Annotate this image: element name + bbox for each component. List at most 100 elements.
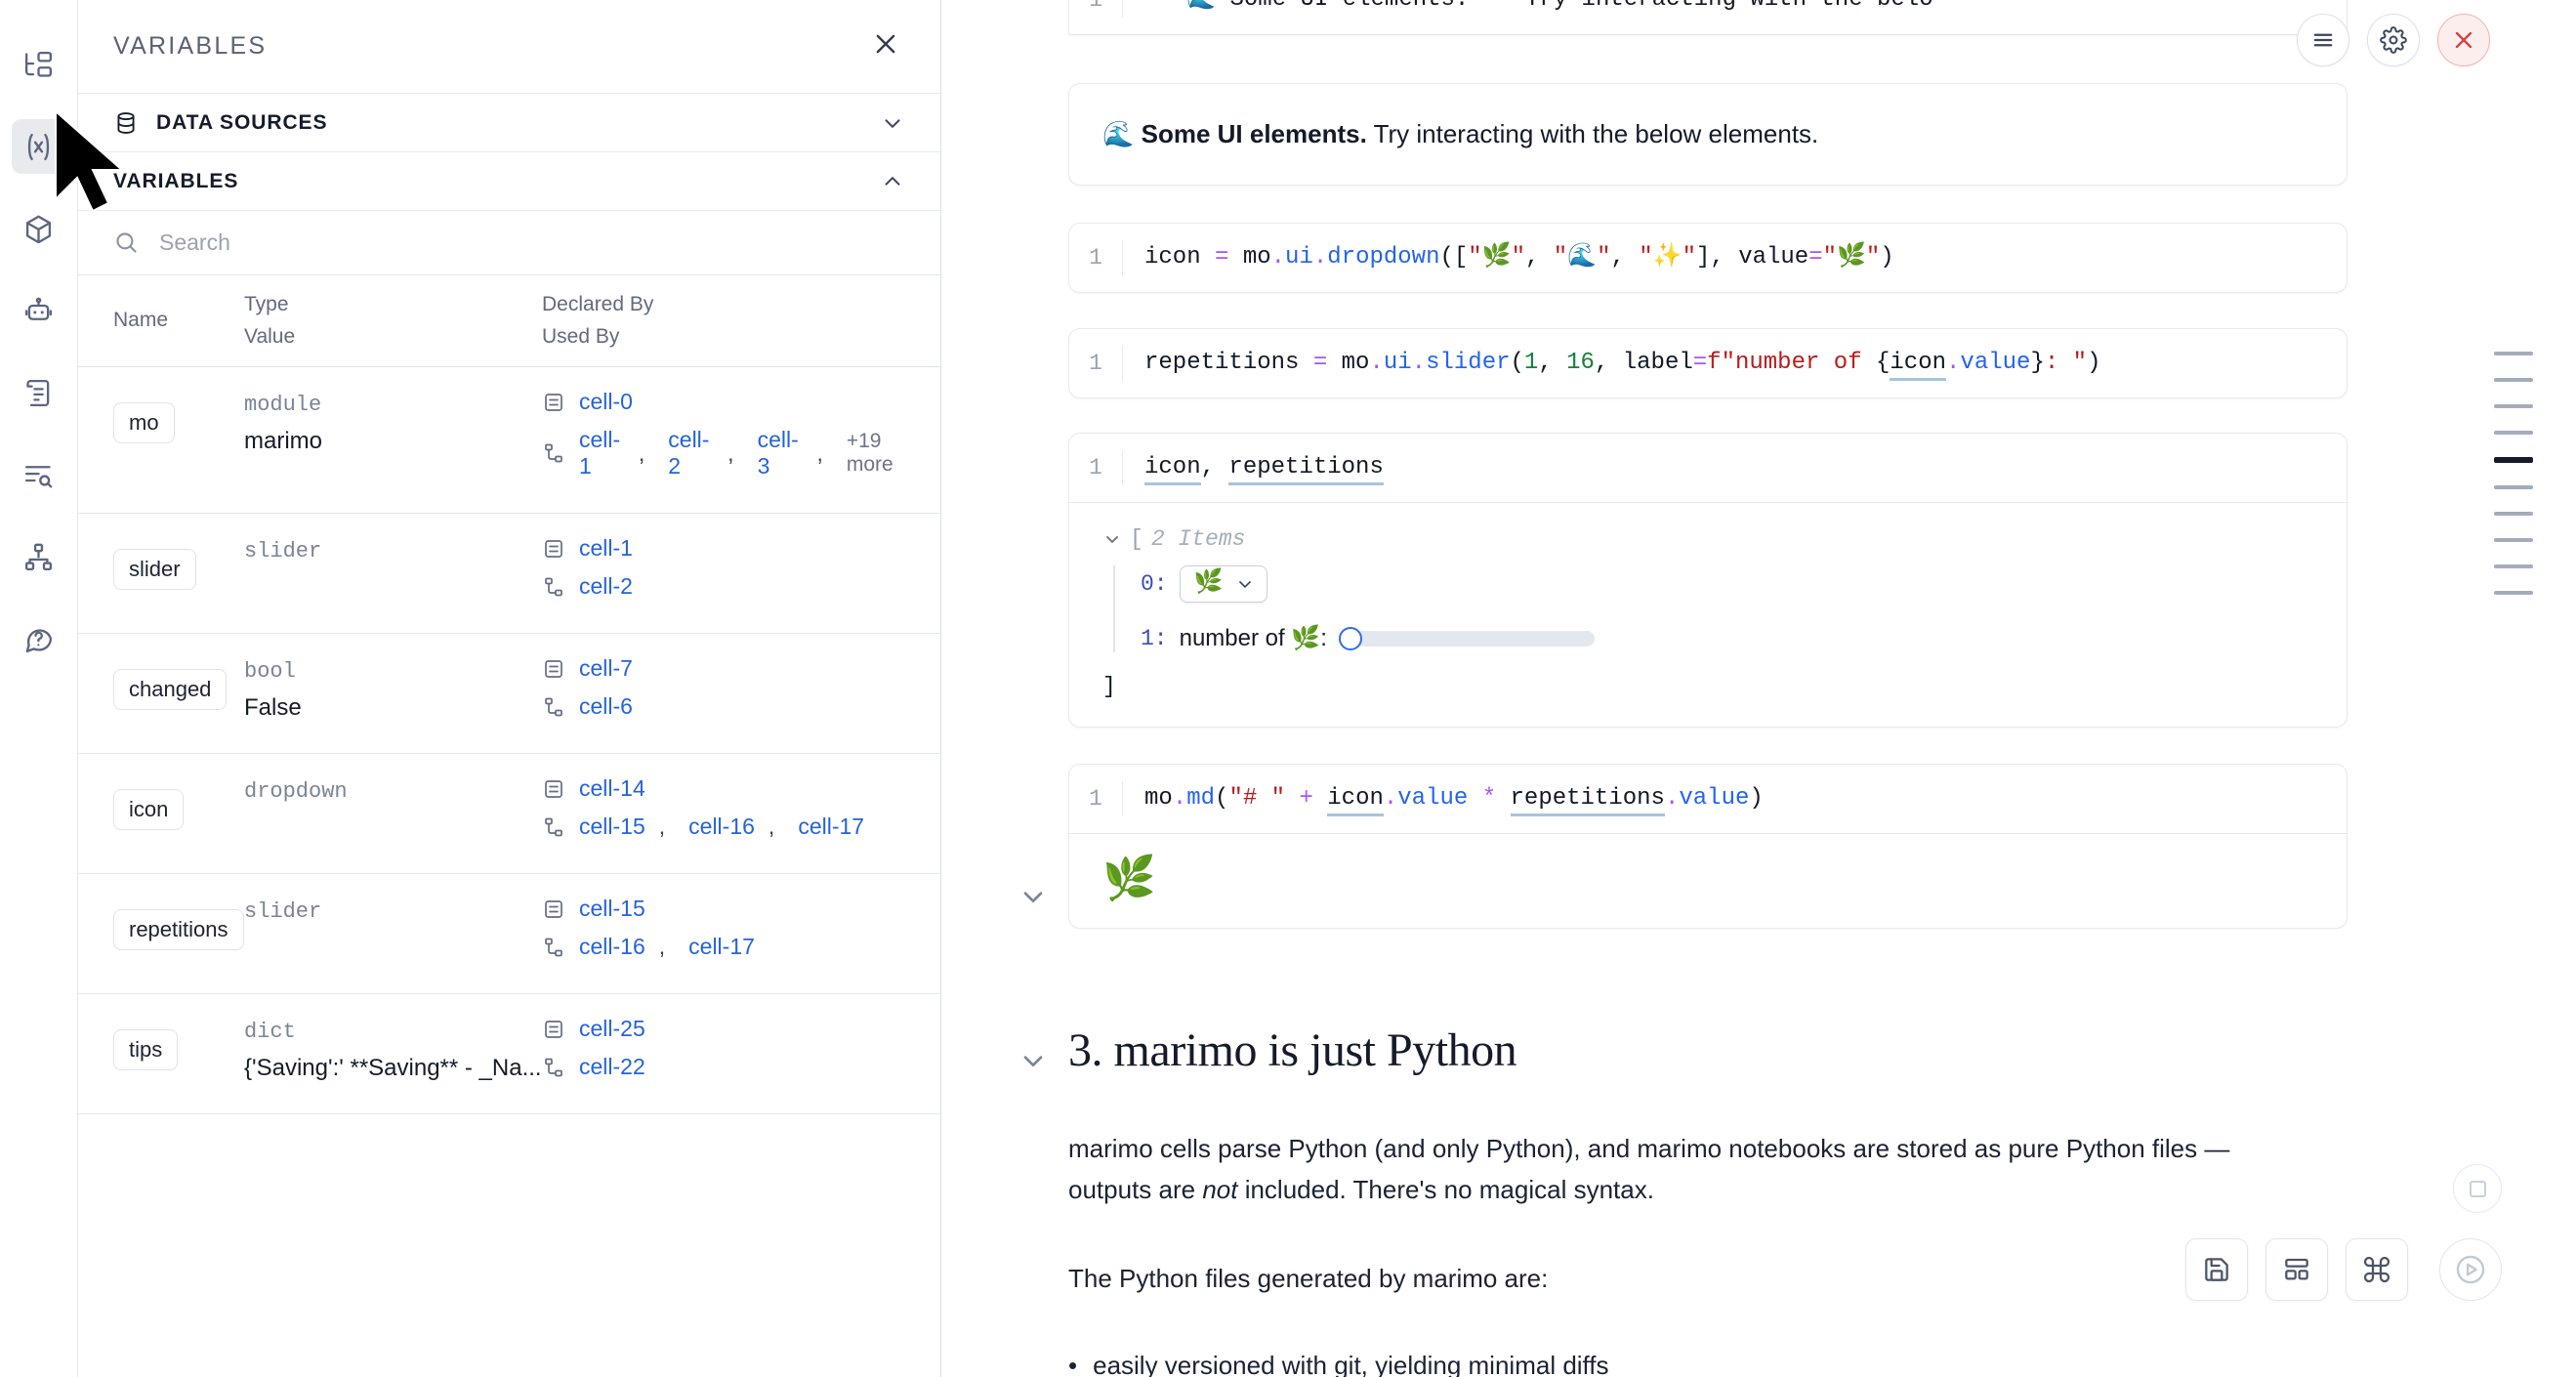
sidebar-item-variables[interactable]	[11, 119, 66, 174]
close-icon-delete	[2450, 26, 2477, 54]
list-index-1: 1:	[1141, 625, 1168, 651]
sidebar-item-scratchpad[interactable]	[12, 365, 66, 420]
code-content[interactable]: mo.md("# " + icon.value * repetitions.va…	[1122, 781, 2347, 816]
paragraph-part-a: marimo cells parse Python (and only Pyth…	[1068, 1134, 2230, 1205]
slider-track[interactable]	[1350, 630, 1595, 647]
delete-cell-button[interactable]	[2437, 14, 2490, 66]
notebook-area: 1 """🌊 Some UI elements.""" Try interact…	[941, 0, 2576, 1377]
list-item: 0: 🌿	[1141, 565, 2313, 603]
icon-dropdown[interactable]: 🌿	[1179, 565, 1267, 603]
declared-by-link[interactable]: cell-0	[579, 389, 633, 415]
column-header-value: Value	[244, 324, 296, 348]
scratchpad-icon	[22, 377, 55, 409]
minimap-cell-marker[interactable]	[2494, 485, 2533, 489]
cell-settings-button[interactable]	[2367, 14, 2420, 66]
declared-by-link[interactable]: cell-1	[579, 535, 633, 562]
search-icon	[113, 230, 140, 256]
variable-type-cell: slider	[244, 535, 542, 567]
chevron-down-icon	[880, 110, 905, 136]
sidebar-item-help[interactable]	[12, 611, 66, 666]
list-output-header[interactable]: [ 2 Items	[1102, 526, 2313, 552]
slider-label: number of 🌿:	[1179, 625, 1327, 651]
minimap-cell-marker[interactable]	[2494, 404, 2533, 408]
minimap-cell-marker[interactable]	[2494, 457, 2533, 463]
used-by-link[interactable]: cell-15	[579, 814, 645, 840]
section-paragraph-2: The Python files generated by marimo are…	[1068, 1264, 1549, 1293]
variable-name-chip[interactable]: changed	[113, 669, 228, 711]
comma-separator: ,	[658, 814, 666, 840]
used-by-link[interactable]: cell-3	[757, 427, 799, 480]
gear-icon	[2380, 26, 2407, 54]
play-icon	[2454, 1253, 2487, 1286]
used-by-link[interactable]: cell-2	[579, 573, 633, 600]
declared-by-link[interactable]: cell-14	[579, 775, 645, 802]
column-header-name: Name	[113, 309, 169, 332]
sidebar-item-packages[interactable]	[12, 201, 66, 256]
used-by-link[interactable]: cell-16	[579, 934, 645, 960]
sidebar-item-file-tree[interactable]	[12, 37, 66, 92]
usage-ref-icon	[542, 695, 565, 719]
column-header-used-by: Used By	[542, 324, 620, 348]
minimap-cell-marker[interactable]	[2494, 378, 2533, 382]
declared-by-link[interactable]: cell-7	[579, 655, 633, 682]
cell-ref-icon	[542, 897, 565, 921]
cell-truncated-top: 1 """🌊 Some UI elements.""" Try interact…	[1068, 0, 2347, 35]
run-all-button[interactable]	[2439, 1238, 2502, 1301]
search-input[interactable]	[159, 230, 905, 256]
section-variables-label: VARIABLES	[113, 169, 239, 192]
variable-name-chip[interactable]: mo	[113, 402, 175, 444]
cell-menu-button[interactable]	[2297, 14, 2349, 66]
markdown-text: 🌊 Some UI elements. Try interacting with…	[1102, 115, 1818, 153]
used-by-link[interactable]: cell-2	[668, 427, 710, 480]
section-data-sources[interactable]: DATA SOURCES	[78, 94, 940, 152]
variable-name-chip[interactable]: icon	[113, 789, 185, 831]
variable-name-cell: repetitions	[78, 896, 244, 964]
section-variables[interactable]: VARIABLES	[78, 152, 940, 211]
slider-handle[interactable]	[1338, 626, 1362, 650]
truncated-code[interactable]: """🌊 Some UI elements.""" Try interactin…	[1122, 0, 2347, 18]
variable-name-chip[interactable]: tips	[113, 1029, 179, 1071]
used-by-link[interactable]: cell-16	[688, 814, 755, 840]
minimap-cell-marker[interactable]	[2494, 512, 2533, 516]
code-content[interactable]: repetitions = mo.ui.slider(1, 16, label=…	[1122, 346, 2347, 381]
repetitions-slider[interactable]	[1338, 626, 1595, 650]
declared-by-line: cell-1	[542, 535, 921, 562]
used-by-link[interactable]: cell-1	[579, 427, 621, 480]
outline-search-icon	[22, 459, 55, 491]
used-by-link[interactable]: cell-17	[688, 934, 755, 960]
code-content[interactable]: icon = mo.ui.dropdown(["🌿", "🌊", "✨"], v…	[1122, 240, 2347, 275]
used-by-link[interactable]: cell-22	[579, 1054, 645, 1080]
declared-by-line: cell-25	[542, 1016, 921, 1042]
sidebar-item-outline[interactable]	[12, 447, 66, 502]
sidebar-item-dependency-graph[interactable]	[12, 529, 66, 584]
interrupt-button[interactable]	[2453, 1164, 2502, 1213]
usage-ref-icon	[542, 1056, 565, 1079]
minimap-cell-marker[interactable]	[2494, 352, 2533, 355]
minimap-cell-marker[interactable]	[2494, 538, 2533, 542]
layout-button[interactable]	[2265, 1238, 2328, 1301]
collapse-section-button[interactable]	[1018, 1045, 1049, 1076]
declared-by-link[interactable]: cell-15	[579, 896, 645, 922]
cell-ref-icon	[542, 1018, 565, 1041]
command-palette-button[interactable]	[2346, 1238, 2408, 1301]
code-content[interactable]: icon, repetitions	[1122, 450, 2347, 485]
variable-name-chip[interactable]: slider	[113, 549, 196, 591]
used-by-more-label[interactable]: +19 more	[846, 430, 893, 477]
collapse-cell-md-button[interactable]	[1018, 881, 1049, 912]
minimap-cell-marker[interactable]	[2494, 591, 2533, 595]
declared-by-link[interactable]: cell-25	[579, 1016, 645, 1042]
variable-name-chip[interactable]: repetitions	[113, 909, 244, 951]
close-panel-button[interactable]	[866, 27, 905, 66]
used-by-link[interactable]: cell-17	[798, 814, 865, 840]
layout-grid-icon	[2281, 1254, 2312, 1285]
chevron-down-icon	[1102, 529, 1122, 549]
minimap-cell-marker[interactable]	[2494, 564, 2533, 568]
save-button[interactable]	[2185, 1238, 2248, 1301]
variable-name-cell: icon	[78, 775, 244, 844]
sidebar-item-ai-assistant[interactable]	[12, 283, 66, 338]
used-by-link[interactable]: cell-6	[579, 693, 633, 720]
command-icon	[2361, 1254, 2392, 1285]
minimap-cell-marker[interactable]	[2494, 431, 2533, 435]
